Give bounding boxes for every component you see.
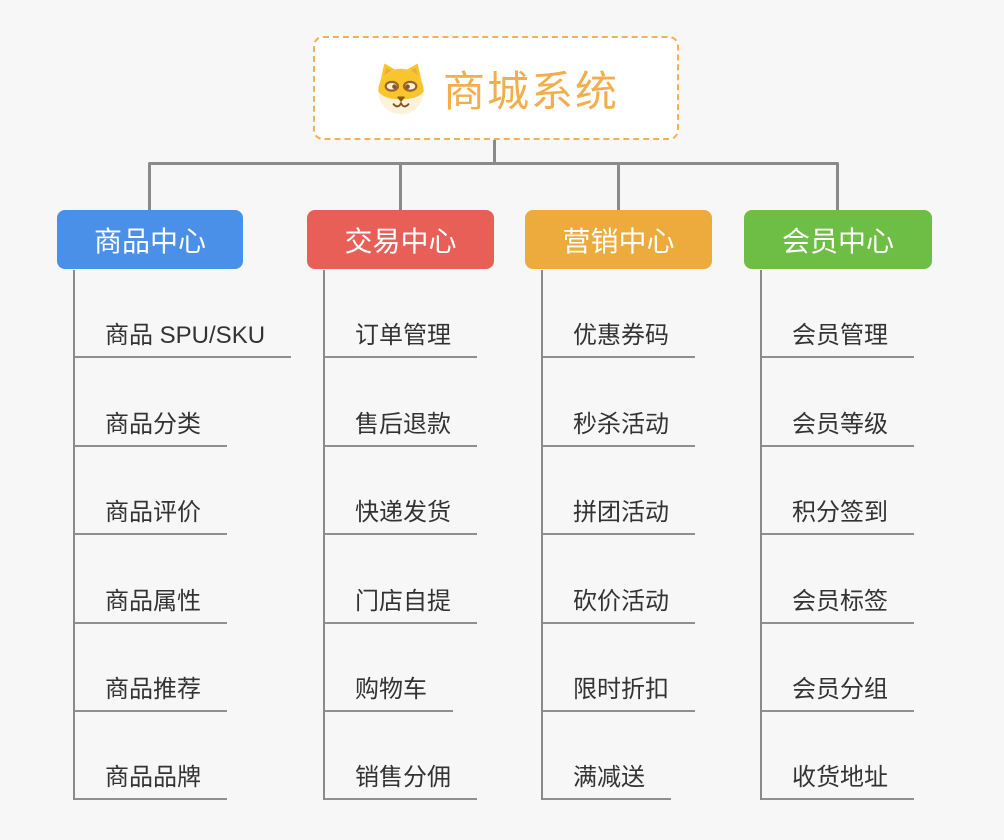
sub-node-label: 销售分佣 [325,757,477,801]
sub-node[interactable]: 限时折扣 [543,624,695,712]
sub-node[interactable]: 商品属性 [75,535,291,624]
sub-node-label: 积分签到 [762,492,914,536]
root-node[interactable]: 商城系统 [313,36,679,140]
sub-node[interactable]: 购物车 [325,624,477,712]
sub-node-label: 商品分类 [75,404,227,447]
sub-node-label: 砍价活动 [543,581,695,624]
sub-node[interactable]: 商品推荐 [75,624,291,712]
sub-node[interactable]: 会员等级 [762,358,914,447]
sub-node[interactable]: 商品 SPU/SKU [75,270,292,359]
connector-branch-stub [836,163,839,210]
sub-node-label: 订单管理 [325,315,477,359]
sub-node[interactable]: 拼团活动 [543,447,695,536]
connector-branch-stub [617,163,620,210]
branch-children-list: 优惠券码秒杀活动拼团活动砍价活动限时折扣满减送 [541,270,695,801]
sub-node-label: 收货地址 [762,757,914,801]
sub-node[interactable]: 满减送 [543,712,695,801]
sub-node-label: 会员管理 [762,315,914,359]
sub-node-label: 商品评价 [75,492,227,536]
sub-node-label: 会员等级 [762,404,914,447]
sub-node-label: 商品推荐 [75,669,227,712]
sub-node[interactable]: 订单管理 [325,270,477,359]
sub-node[interactable]: 商品评价 [75,447,291,536]
sub-node-label: 购物车 [325,669,453,712]
sub-node-label: 门店自提 [325,581,477,624]
sub-node[interactable]: 商品分类 [75,358,291,447]
sub-node-label: 优惠券码 [543,315,695,359]
sub-node-label: 拼团活动 [543,492,695,536]
sub-node-label: 商品品牌 [75,757,227,801]
sub-node-label: 满减送 [543,757,671,801]
root-node-title: 商城系统 [442,67,619,115]
shiba-dog-icon [378,63,424,115]
connector-branch-stub [399,163,402,210]
branch-children-list: 商品 SPU/SKU 商品分类商品评价商品属性商品推荐商品品牌 [73,270,292,801]
sub-node[interactable]: 会员管理 [762,270,914,359]
sub-node-label: 商品 SPU/SKU [75,315,292,359]
sub-node-label: 商品属性 [75,581,227,624]
sub-node[interactable]: 砍价活动 [543,535,695,624]
sub-node[interactable]: 收货地址 [762,712,914,801]
sub-node[interactable]: 门店自提 [325,535,477,624]
branch-children-list: 订单管理售后退款快递发货门店自提购物车销售分佣 [323,270,477,801]
sub-node[interactable]: 快递发货 [325,447,477,536]
sub-node-label: 限时折扣 [543,669,695,712]
sub-node-label: 会员标签 [762,581,914,624]
sub-node-label: 会员分组 [762,669,914,712]
sub-node[interactable]: 会员标签 [762,535,914,624]
branch-node-0[interactable]: 商品中心 [57,210,243,269]
branch-node-2[interactable]: 营销中心 [525,210,712,269]
sub-node[interactable]: 会员分组 [762,624,914,712]
branch-node-1[interactable]: 交易中心 [307,210,494,269]
connector-root-stub [493,139,496,165]
sub-node[interactable]: 销售分佣 [325,712,477,801]
connector-horizontal-bar [148,162,839,165]
connector-branch-stub [148,163,151,210]
branch-node-3[interactable]: 会员中心 [744,210,932,269]
sub-node-label: 快递发货 [325,492,477,536]
sub-node[interactable]: 秒杀活动 [543,358,695,447]
sub-node-label: 秒杀活动 [543,404,695,447]
sub-node-label: 售后退款 [325,404,477,447]
sub-node[interactable]: 商品品牌 [75,712,291,801]
sub-node[interactable]: 优惠券码 [543,270,695,359]
sub-node[interactable]: 售后退款 [325,358,477,447]
branch-children-list: 会员管理会员等级积分签到会员标签会员分组收货地址 [760,270,914,801]
sub-node[interactable]: 积分签到 [762,447,914,536]
